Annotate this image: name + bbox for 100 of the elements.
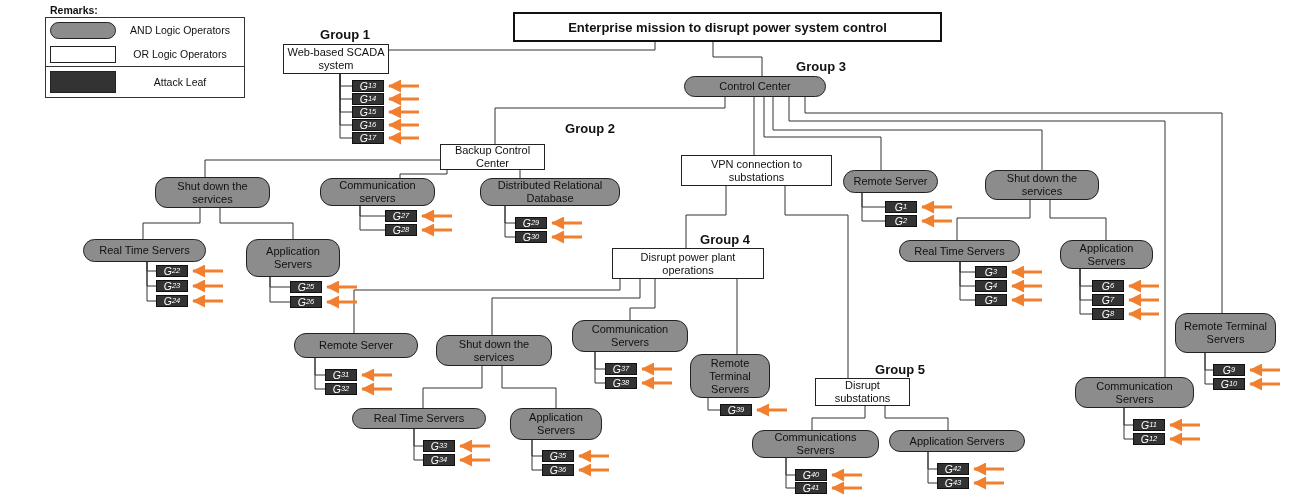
connector-line <box>959 261 976 301</box>
connector-line <box>219 207 294 240</box>
connector-line <box>772 96 1043 171</box>
arrow <box>361 368 392 382</box>
arrow <box>421 223 452 237</box>
connector-line <box>629 278 656 321</box>
connector-line <box>884 405 949 431</box>
connector-line <box>504 205 516 238</box>
or-operator-box: Backup Control Center <box>440 144 545 170</box>
legend-label: AND Logic Operators <box>129 24 231 36</box>
arrow <box>1249 377 1280 391</box>
connector-line <box>142 207 201 240</box>
arrow <box>641 362 672 376</box>
and-operator-node: Control Center <box>684 76 826 97</box>
arrow <box>388 118 419 132</box>
and-operator-node: Communications Servers <box>752 430 879 458</box>
arrow <box>551 230 582 244</box>
and-operator-node: Remote Terminal Servers <box>690 354 770 398</box>
and-operator-node: Application Servers <box>510 408 602 440</box>
arrow <box>192 279 223 293</box>
group-heading: Group 2 <box>565 120 615 136</box>
arrow <box>973 462 1004 476</box>
arrow <box>459 453 490 467</box>
arrow <box>1128 307 1159 321</box>
connector-line <box>788 96 1166 378</box>
arrow <box>578 449 609 463</box>
connector-line <box>685 185 727 249</box>
arrow <box>973 476 1004 490</box>
connector-line <box>861 192 886 222</box>
and-operator-node: Remote Terminal Servers <box>1175 313 1276 353</box>
and-operator-node: Application Servers <box>1060 240 1153 269</box>
connector-line <box>956 199 1031 241</box>
legend-heading: Remarks: <box>50 4 98 16</box>
and-operator-node: Remote Server <box>294 333 418 358</box>
arrow <box>1169 418 1200 432</box>
connector-line <box>804 96 1223 314</box>
arrow <box>641 376 672 390</box>
connector-line <box>413 428 424 461</box>
arrow <box>1011 265 1042 279</box>
legend-label: OR Logic Operators <box>132 48 228 60</box>
connector-line <box>753 96 755 156</box>
connector-line <box>594 351 606 384</box>
group-heading: Group 5 <box>875 361 925 377</box>
group-heading: Group 3 <box>796 58 846 74</box>
connector-line <box>491 278 641 336</box>
and-operator-node: Shut down the services <box>155 177 270 208</box>
goal-box: Enterprise mission to disrupt power system control <box>513 12 942 42</box>
arrow <box>831 468 862 482</box>
arrow <box>192 294 223 308</box>
connector-line <box>1079 268 1093 315</box>
arrow <box>831 481 862 495</box>
legend-label: Attack Leaf <box>152 76 208 88</box>
connector-line <box>359 205 386 231</box>
connector-line <box>811 405 866 431</box>
arrow <box>421 209 452 223</box>
connector-line <box>785 457 796 489</box>
connector-line <box>763 96 882 171</box>
and-operator-node: Shut down the services <box>436 335 552 366</box>
and-operator-node: Real Time Servers <box>352 408 486 429</box>
arrow <box>192 264 223 278</box>
connector-line <box>353 278 621 334</box>
or-operator-box: Disrupt power plant operations <box>612 248 764 279</box>
connector-line <box>1123 407 1134 440</box>
arrow <box>361 382 392 396</box>
arrow <box>921 214 952 228</box>
arrow <box>578 463 609 477</box>
connector-line <box>204 159 441 178</box>
arrow <box>388 79 419 93</box>
and-operator-node: Communication Servers <box>1075 377 1194 408</box>
or-operator-box: Disrupt substations <box>815 378 910 406</box>
or-operator-box: Web-based SCADA system <box>283 44 389 74</box>
connector-line <box>388 41 656 51</box>
arrow <box>921 200 952 214</box>
connector-line <box>269 276 291 303</box>
connector-line <box>501 365 557 409</box>
and-operator-node: Remote Server <box>843 170 938 193</box>
connector-line <box>519 169 521 179</box>
arrow <box>388 131 419 145</box>
and-operator-node: Real Time Servers <box>83 239 206 262</box>
arrow <box>459 439 490 453</box>
arrow <box>326 280 357 294</box>
and-operator-node: Application Servers <box>246 239 340 277</box>
and-operator-node: Application Servers <box>889 430 1025 452</box>
connector-line <box>146 261 157 302</box>
connector-line <box>736 278 738 355</box>
arrow <box>756 403 787 417</box>
connector-line <box>314 357 326 390</box>
connector-line <box>531 439 543 471</box>
arrow <box>1128 279 1159 293</box>
group-heading: Group 1 <box>320 26 370 42</box>
arrow <box>1011 293 1042 307</box>
arrow <box>1011 279 1042 293</box>
and-operator-node: Real Time Servers <box>899 240 1020 262</box>
and-operator-node: Distributed Relational Database <box>480 178 620 206</box>
arrow <box>326 295 357 309</box>
connector-line <box>339 73 353 139</box>
and-operator-node: Communication Servers <box>572 320 688 352</box>
and-operator-node: Shut down the services <box>985 170 1099 200</box>
or-operator-box: VPN connection to substations <box>681 155 832 186</box>
arrow <box>388 105 419 119</box>
